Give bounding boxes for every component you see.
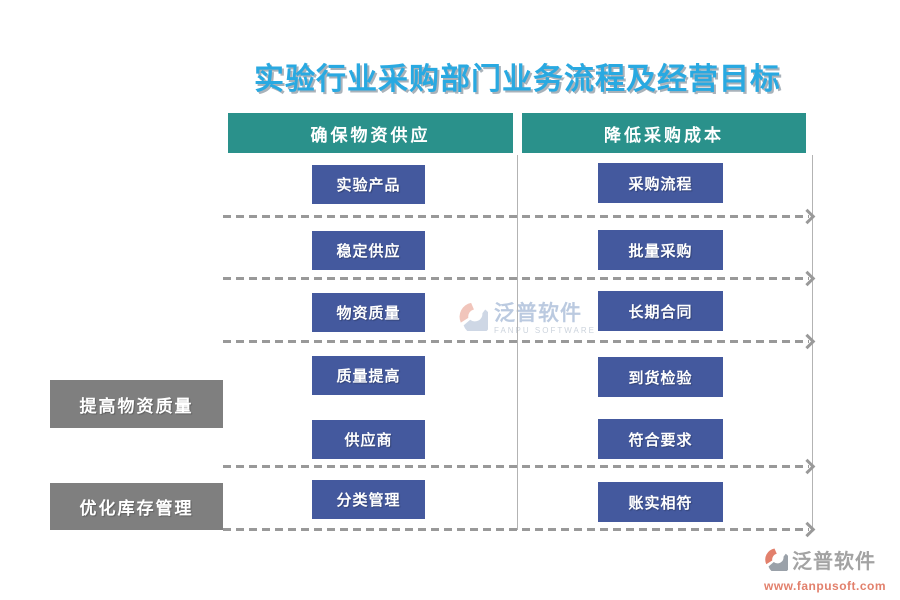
left-step-1: 实验产品 [312, 165, 425, 204]
watermark-brand: 泛普软件 [494, 301, 582, 325]
watermark-brand-en: FANPU SOFTWARE [494, 325, 596, 335]
right-step-5: 符合要求 [598, 419, 723, 459]
left-step-4: 质量提高 [312, 356, 425, 395]
left-step-3: 物资质量 [312, 293, 425, 332]
dashed-arrow-1 [223, 215, 809, 218]
header-reduce-cost: 降低采购成本 [522, 113, 806, 153]
fanpu-logo-icon [458, 301, 491, 336]
header-ensure-supply: 确保物资供应 [228, 113, 513, 153]
right-step-2: 批量采购 [598, 230, 723, 270]
right-step-6: 账实相符 [598, 482, 723, 522]
dashed-arrow-4 [223, 465, 809, 468]
footer-brand-name: 泛普软件 [792, 550, 876, 573]
footer-brand: 泛普软件 www.fanpusoft.com [764, 547, 886, 593]
left-step-6: 分类管理 [312, 480, 425, 519]
side-goal-2: 优化库存管理 [50, 483, 223, 530]
fanpu-logo-icon [764, 547, 791, 576]
footer-website: www.fanpusoft.com [764, 579, 887, 593]
dashed-arrow-3 [223, 340, 809, 343]
page-title: 实验行业采购部门业务流程及经营目标 [254, 63, 781, 96]
dashed-arrow-2 [223, 277, 809, 280]
dashed-arrow-5 [223, 528, 809, 531]
side-goal-1: 提高物资质量 [50, 380, 223, 428]
left-step-2: 稳定供应 [312, 231, 425, 270]
right-step-4: 到货检验 [598, 357, 723, 397]
left-step-5: 供应商 [312, 420, 425, 459]
center-watermark: 泛普软件 FANPU SOFTWARE [458, 301, 596, 336]
right-step-3: 长期合同 [598, 291, 723, 331]
right-step-1: 采购流程 [598, 163, 723, 203]
